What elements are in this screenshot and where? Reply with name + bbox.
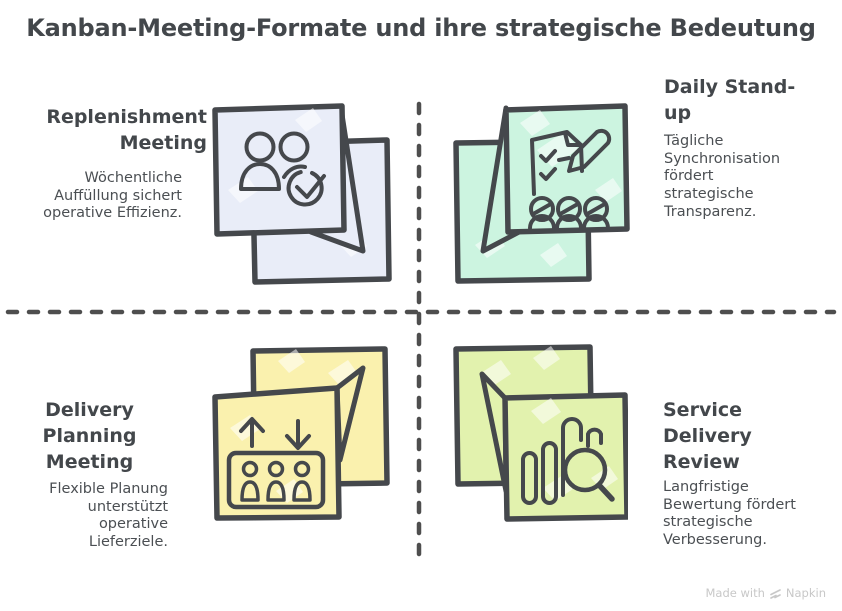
- sticky-note-front: [212, 103, 347, 237]
- quadrant-description: Tägliche Synchronisation fördert strateg…: [664, 133, 781, 220]
- checklist-pencil-team-icon: [528, 128, 612, 230]
- sticky-note-icon: [212, 346, 390, 521]
- quadrant-heading: Delivery Planning Meeting: [42, 399, 137, 474]
- quadrant-description: Flexible Planung unterstützt operative L…: [49, 481, 168, 551]
- bar-chart-magnifier-icon: [521, 417, 615, 505]
- elevator-team-arrows-icon: [226, 417, 326, 510]
- diagram-title: Kanban-Meeting-Formate und ihre strategi…: [26, 14, 816, 42]
- quadrant-heading: Replenishment Meeting: [46, 106, 207, 155]
- team-approved-icon: [239, 131, 326, 207]
- brand-label: Napkin: [785, 586, 826, 600]
- sticky-note-icon: [453, 344, 628, 522]
- quadrant-heading: Service Delivery Review: [663, 399, 752, 474]
- napkin-logo-icon: [770, 588, 781, 599]
- quadrant-description: Langfristige Bewertung fördert strategis…: [663, 479, 796, 549]
- quadrant-description: Wöchentliche Auffüllung sichert operativ…: [43, 170, 182, 222]
- made-with-label: Made with: [705, 586, 765, 600]
- quadrant-heading: Daily Stand- up: [664, 76, 796, 125]
- sticky-note-icon: [212, 103, 392, 285]
- sticky-note-icon: [453, 103, 630, 284]
- made-with-napkin-badge: Made with Napkin: [706, 586, 827, 600]
